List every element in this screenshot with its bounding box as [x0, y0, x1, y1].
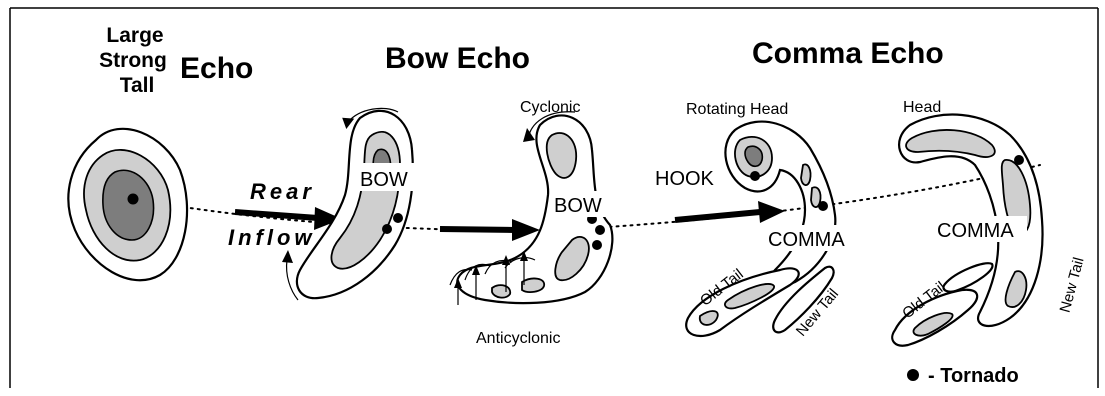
- tornado-marker-3: [382, 224, 392, 234]
- new-tail-label-2: New Tail: [1057, 256, 1088, 315]
- bow-echo-cell-1: [282, 108, 413, 300]
- heading-large: Large: [106, 24, 163, 47]
- heading-echo: Echo: [180, 52, 253, 85]
- tornado-marker-5: [595, 225, 605, 235]
- motion-arrow-3: [675, 201, 785, 223]
- legend-tornado-dot: [907, 369, 919, 381]
- heading-bow-echo: Bow Echo: [385, 42, 530, 75]
- tornado-marker-8: [818, 201, 828, 211]
- legend: - Tornado: [907, 365, 1019, 387]
- inflow-label: Inflow: [228, 225, 316, 250]
- heading-comma-echo: Comma Echo: [752, 37, 944, 70]
- anticyclonic-label: Anticyclonic: [476, 330, 560, 347]
- motion-arrow-2: [440, 219, 540, 241]
- comma-label-2: COMMA: [937, 220, 1014, 242]
- tornado-marker-1: [128, 194, 139, 205]
- tornado-marker-2: [393, 213, 403, 223]
- head-label: Head: [903, 99, 941, 116]
- tornado-marker-6: [592, 240, 602, 250]
- bow-label-1: BOW: [360, 169, 408, 191]
- heading-strong: Strong: [99, 49, 167, 72]
- cyclonic-label: Cyclonic: [520, 99, 580, 116]
- large-echo-cell: [68, 129, 187, 280]
- hook-label: HOOK: [655, 168, 715, 190]
- comma-label-1: COMMA: [768, 229, 845, 251]
- rotating-head-label: Rotating Head: [686, 101, 788, 118]
- heading-tall: Tall: [120, 74, 155, 97]
- tornado-marker-9: [1014, 155, 1024, 165]
- rear-label: Rear: [250, 179, 315, 204]
- legend-tornado-label: - Tornado: [928, 365, 1019, 387]
- bow-label-2: BOW: [554, 195, 602, 217]
- tornado-marker-7: [750, 171, 760, 181]
